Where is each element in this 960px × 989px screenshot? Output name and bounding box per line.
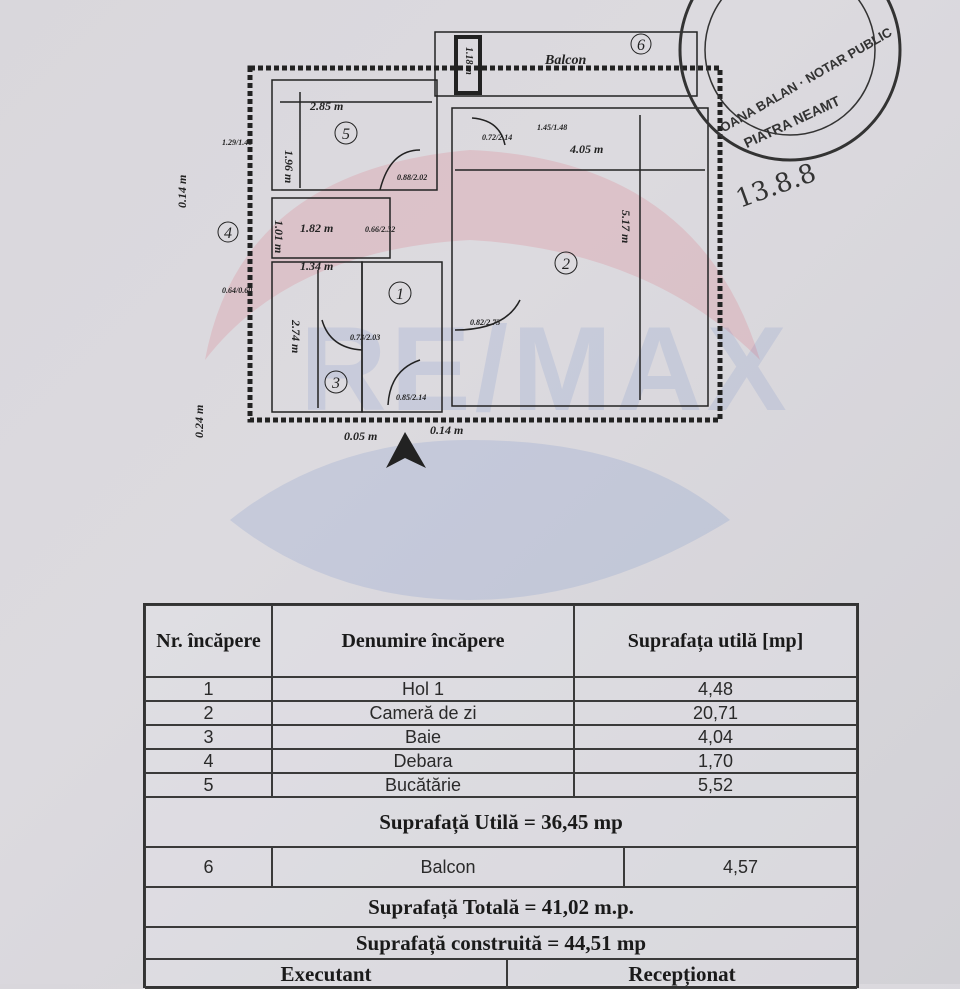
room-marker-1: 1 [388, 281, 412, 305]
room-5 [271, 79, 438, 191]
built-area: Suprafață construită = 44,51 mp [145, 927, 857, 959]
balcony [434, 31, 698, 97]
row-name: Debara [272, 749, 574, 773]
receptionat-label: Recepționat [507, 959, 857, 989]
row-nr: 4 [145, 749, 272, 773]
header-name: Denumire încăpere [272, 605, 574, 677]
row-area: 4,04 [574, 725, 857, 749]
row-area: 4,48 [574, 677, 857, 701]
opening-label: 0.88/2.02 [397, 173, 427, 182]
opening-label: 0.64/0.60 [222, 286, 252, 295]
north-arrow [386, 432, 426, 468]
row-name: Baie [272, 725, 574, 749]
opening-label: 0.82/2.73 [470, 318, 500, 327]
dim-label: 1.96 m [282, 150, 296, 183]
area-table: Nr. încăpere Denumire încăpere Suprafața… [143, 603, 859, 989]
room-4 [271, 197, 391, 259]
room-marker-3: 3 [324, 370, 348, 394]
room-marker-5: 5 [334, 121, 358, 145]
dim-label: 5.17 m [619, 210, 633, 243]
balcony-area: 4,57 [624, 847, 857, 887]
svg-text:3: 3 [331, 375, 340, 392]
executant-label: Executant [145, 959, 507, 989]
row-nr: 5 [145, 773, 272, 797]
balcony-nr: 6 [145, 847, 272, 887]
header-nr: Nr. încăpere [145, 605, 272, 677]
opening-label: 0.66/2.32 [365, 225, 395, 234]
rooms-body: 1 Hol 1 4,48 2 Cameră de zi 20,71 3 Baie… [145, 677, 857, 797]
total-area: Suprafață Totală = 41,02 m.p. [145, 887, 857, 927]
room-marker-4: 4 [217, 221, 239, 243]
opening-label: 0.72/2.14 [482, 133, 512, 142]
dim-label: 1.18 m [463, 47, 474, 75]
opening-label: 0.73/2.03 [350, 333, 380, 342]
opening-label: 0.85/2.14 [396, 393, 426, 402]
header-area: Suprafața utilă [mp] [574, 605, 857, 677]
row-name: Bucătărie [272, 773, 574, 797]
row-name: Hol 1 [272, 677, 574, 701]
row-area: 1,70 [574, 749, 857, 773]
dim-label: 2.74 m [289, 319, 303, 353]
row-area: 20,71 [574, 701, 857, 725]
opening-label: 1.29/1.48 [222, 138, 252, 147]
floor-plan: OANA BALAN · NOTAR PUBLIC PIATRA NEAMT 1… [175, 0, 902, 600]
row-nr: 2 [145, 701, 272, 725]
stamp [678, 0, 902, 162]
balcony-label: Balcon [544, 53, 586, 68]
dim-label: 0.24 m [192, 405, 206, 438]
room-2 [451, 107, 709, 407]
remax-watermark: RE/MAX [300, 302, 791, 436]
row-name: Cameră de zi [272, 701, 574, 725]
row-nr: 1 [145, 677, 272, 701]
svg-text:6: 6 [637, 37, 645, 54]
svg-text:4: 4 [224, 225, 232, 242]
room-1 [361, 261, 443, 413]
dim-label: 0.05 m [344, 429, 377, 443]
opening-label: 1.45/1.48 [537, 123, 567, 132]
watermark-balloon-red [205, 150, 760, 360]
room-marker-2: 2 [554, 251, 578, 275]
dim-label: 0.14 m [430, 423, 463, 437]
row-area: 5,52 [574, 773, 857, 797]
dim-label: 1.34 m [300, 259, 333, 273]
useful-area-total: Suprafață Utilă = 36,45 mp [145, 797, 857, 847]
dim-label: 1.82 m [300, 221, 333, 235]
dim-label: 0.14 m [175, 175, 189, 208]
handwritten-date: 13.8.8 [732, 158, 820, 214]
balcony-name: Balcon [272, 847, 624, 887]
dim-label: 4.05 m [569, 142, 603, 156]
dim-label: 2.85 m [309, 99, 343, 113]
row-nr: 3 [145, 725, 272, 749]
watermark-balloon-blue [230, 440, 730, 600]
dim-label: 1.01 m [272, 220, 286, 253]
room-marker-6: 6 [630, 33, 652, 55]
outer-wall [247, 65, 723, 423]
svg-text:2: 2 [562, 256, 570, 273]
svg-text:5: 5 [342, 126, 350, 143]
svg-text:1: 1 [396, 286, 404, 303]
